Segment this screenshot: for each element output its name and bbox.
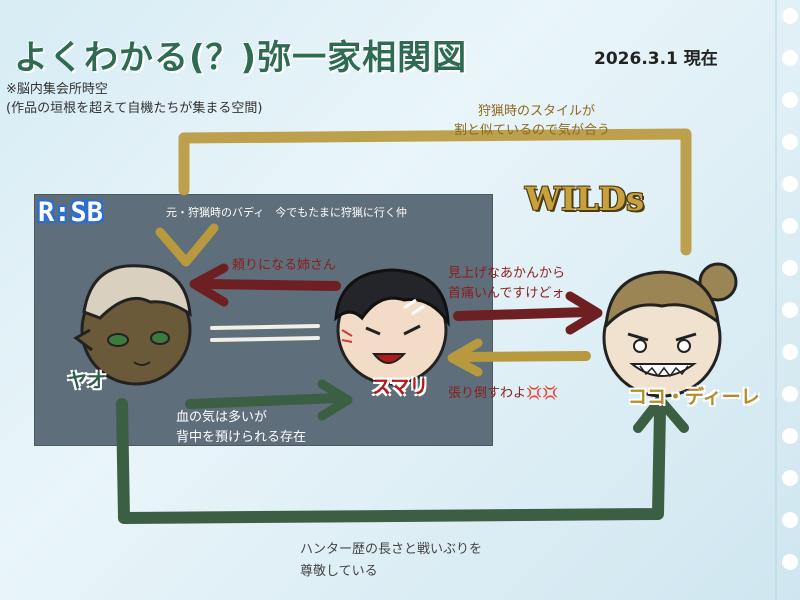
date-label: 2026.3.1 現在 (594, 49, 718, 69)
relation-sumari-to-yao: 頼りになる姉さん (232, 258, 337, 273)
binder-hole (782, 92, 798, 108)
character-name-yao: ヤオ (68, 370, 107, 392)
binder-hole (782, 260, 798, 276)
relation-yao-to-sumari-line1: 血の気は多いが (176, 410, 268, 425)
relation-yao-to-sumari-line2: 背中を預けられる存在 (176, 430, 307, 445)
binder-hole (782, 8, 798, 24)
green-arrowhead-right (317, 379, 353, 421)
red-arrowhead-right (565, 291, 603, 335)
wilds-group-label: WILDs (525, 180, 645, 218)
relation-yao-to-koko-line1: ハンター歴の長さと戦いぶりを (300, 542, 483, 557)
koko-portrait (602, 262, 738, 398)
binder-holes (775, 0, 798, 600)
note-line-2: (作品の垣根を超えて自機たちが集まる空間) (6, 101, 263, 116)
character-name-koko: ココ・ディーレ (628, 386, 760, 408)
gold-arrowhead (155, 223, 219, 267)
red-arrowhead-left (189, 263, 229, 307)
page-title: よくわかる(？)弥一家相関図 (14, 38, 468, 78)
relation-koko-to-sumari: 張り倒すわよ💢💢 (448, 386, 559, 401)
red-arrow-sumari-to-koko (453, 307, 593, 321)
relation-sumari-to-koko-line2: 首痛いんですけどォ (448, 286, 565, 301)
green-arrowhead-up (633, 395, 689, 433)
binder-hole (782, 134, 798, 150)
green-arrow-yao-to-koko (116, 398, 666, 524)
binder-hole (782, 302, 798, 318)
relation-sumari-to-koko-line1: 見上げなあかんから (448, 266, 566, 281)
binder-hole (782, 344, 798, 360)
gold-arrowhead-left (447, 338, 483, 377)
binder-hole (782, 218, 798, 234)
note-line-1: ※脳内集会所時空 (6, 82, 108, 97)
binder-hole (782, 50, 798, 66)
binder-hole (782, 554, 798, 570)
binder-hole (782, 176, 798, 192)
rsb-caption: 元・狩猟時のバディ 今でもたまに狩猟に行く仲 (166, 206, 407, 219)
red-arrow-sumari-to-yao (201, 279, 341, 291)
sumari-portrait (334, 268, 450, 386)
relation-yao-to-koko-line2: 尊敬している (300, 564, 378, 579)
binder-hole (782, 512, 798, 528)
white-bond-lines (210, 324, 320, 342)
binder-strip (774, 0, 800, 600)
gold-arrow-wilds-to-yao (178, 128, 692, 256)
green-arrow-yao-to-sumari (185, 393, 343, 409)
gold-arrow-koko-to-sumari (455, 351, 591, 362)
relation-wilds-to-yao-line1: 狩猟時のスタイルが (478, 104, 596, 119)
character-name-sumari: スマリ (372, 376, 429, 398)
relation-wilds-to-yao-line2: 割と似ているので気が合う (454, 123, 611, 138)
rsb-group-label: R:SB (38, 197, 104, 228)
binder-hole (782, 470, 798, 486)
binder-hole (782, 386, 798, 402)
binder-hole (782, 428, 798, 444)
yao-portrait (73, 264, 192, 386)
